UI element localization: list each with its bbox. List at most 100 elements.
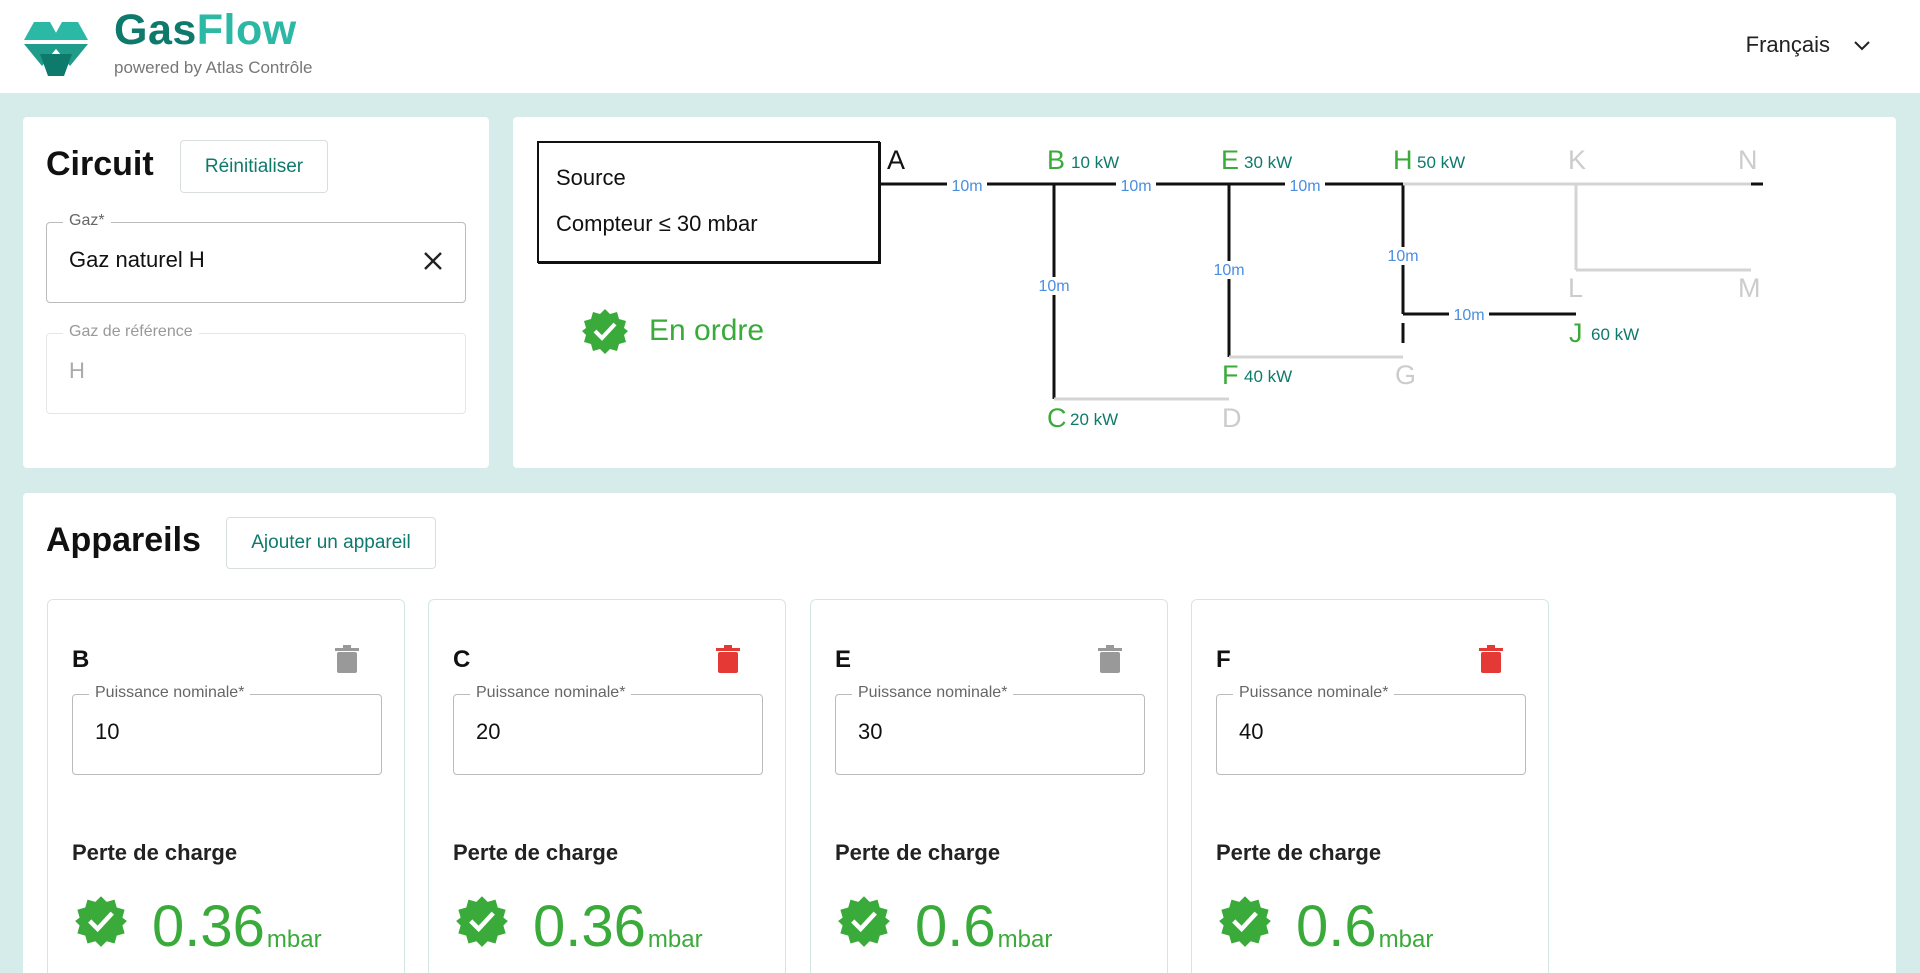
length-label-b-c: 10m xyxy=(1038,278,1069,295)
pressure-loss-unit: mbar xyxy=(1378,926,1434,953)
device-name: E xyxy=(835,646,852,673)
pressure-loss-label: Perte de charge xyxy=(453,840,619,865)
pressure-loss-result: 0.6 mbar xyxy=(1218,894,1433,956)
pressure-loss-value: 0.36 xyxy=(152,894,265,959)
brand-tagline: powered by Atlas Contrôle xyxy=(114,58,313,77)
device-name: F xyxy=(1216,646,1231,673)
circuit-status-text: En ordre xyxy=(649,314,765,347)
power-field-label: Puissance nominale* xyxy=(1233,684,1395,702)
power-field[interactable]: Puissance nominale* 40 xyxy=(1216,684,1526,775)
length-label-e-f: 10m xyxy=(1213,262,1244,279)
add-device-button[interactable]: Ajouter un appareil xyxy=(226,517,436,569)
power-label-e: 30 kW xyxy=(1244,153,1292,172)
device-card: B Puissance nominale* 10 Perte de charge… xyxy=(47,599,405,973)
node-c: C xyxy=(1047,403,1067,433)
meter-label: Compteur ≤ 30 mbar xyxy=(556,211,758,236)
pressure-loss-label: Perte de charge xyxy=(72,840,238,865)
length-label-b-e: 10m xyxy=(1120,178,1151,195)
check-badge-icon xyxy=(1219,896,1271,947)
pressure-loss-unit: mbar xyxy=(997,926,1053,953)
node-n: N xyxy=(1738,145,1758,175)
power-label-f: 40 kW xyxy=(1244,367,1292,386)
trash-icon[interactable] xyxy=(1478,644,1504,674)
device-card: E Puissance nominale* 30 Perte de charge… xyxy=(810,599,1168,973)
node-j: J xyxy=(1569,318,1583,348)
node-l: L xyxy=(1568,273,1583,303)
power-field-label: Puissance nominale* xyxy=(852,684,1014,702)
circuit-panel: Circuit Réinitialiser Gaz* Gaz naturel H… xyxy=(23,117,489,468)
pressure-loss-label: Perte de charge xyxy=(835,840,1001,865)
trash-icon[interactable] xyxy=(715,644,741,674)
circuit-diagram-panel: Source Compteur ≤ 30 mbar En ordre xyxy=(513,117,1896,468)
node-k: K xyxy=(1568,145,1586,175)
gas-select[interactable]: Gaz* Gaz naturel H xyxy=(46,212,466,303)
device-card: C Puissance nominale* 20 Perte de charge… xyxy=(428,599,786,973)
check-badge-icon xyxy=(582,309,628,354)
brand-name: GasFlow xyxy=(114,6,297,55)
power-label-c: 20 kW xyxy=(1070,410,1118,429)
length-label-a-b: 10m xyxy=(951,178,982,195)
pressure-loss-result: 0.36 mbar xyxy=(455,894,703,956)
reset-button[interactable]: Réinitialiser xyxy=(180,140,328,193)
length-label-h-j1: 10m xyxy=(1387,248,1418,265)
power-field[interactable]: Puissance nominale* 20 xyxy=(453,684,763,775)
power-field-value: 30 xyxy=(858,719,883,744)
power-field-label: Puissance nominale* xyxy=(89,684,251,702)
device-name: B xyxy=(72,646,90,673)
power-field-value: 20 xyxy=(476,719,501,744)
pressure-loss-value: 0.36 xyxy=(533,894,646,959)
pressure-loss-value: 0.6 xyxy=(915,894,996,959)
pressure-loss-result: 0.36 mbar xyxy=(74,894,322,956)
trash-icon[interactable] xyxy=(334,644,360,674)
source-label: Source xyxy=(556,165,626,190)
trash-icon[interactable] xyxy=(1097,644,1123,674)
language-label: Français xyxy=(1745,32,1830,57)
node-e: E xyxy=(1221,145,1239,175)
power-label-h: 50 kW xyxy=(1417,153,1465,172)
brand-name-part2: Flow xyxy=(196,6,297,54)
node-a: A xyxy=(887,145,905,175)
power-field-value: 10 xyxy=(95,719,120,744)
app-header: GasFlow powered by Atlas Contrôle França… xyxy=(0,0,1920,93)
length-label-e-h: 10m xyxy=(1289,178,1320,195)
reference-gas-value: H xyxy=(69,358,85,383)
power-field-value: 40 xyxy=(1239,719,1264,744)
reference-gas-field: Gaz de référence H xyxy=(46,323,466,414)
power-field[interactable]: Puissance nominale* 30 xyxy=(835,684,1145,775)
reference-gas-label: Gaz de référence xyxy=(63,323,199,341)
pressure-loss-value: 0.6 xyxy=(1296,894,1377,959)
pressure-loss-label: Perte de charge xyxy=(1216,840,1382,865)
circuit-status: En ordre xyxy=(581,307,764,355)
pressure-loss-result: 0.6 mbar xyxy=(837,894,1052,956)
brand-name-part1: Gas xyxy=(114,6,197,54)
appareils-title: Appareils xyxy=(46,521,201,559)
node-g: G xyxy=(1395,360,1416,390)
close-icon[interactable] xyxy=(421,249,445,273)
pipe-network-diagram: 10m 10m 10m 10m 10m 10m 10m A B E H xyxy=(880,145,1763,433)
device-card: F Puissance nominale* 40 Perte de charge… xyxy=(1191,599,1549,973)
node-f: F xyxy=(1222,360,1239,390)
power-field-label: Puissance nominale* xyxy=(470,684,632,702)
circuit-title: Circuit xyxy=(46,145,154,183)
device-name: C xyxy=(453,646,471,673)
check-badge-icon xyxy=(838,896,890,947)
language-selector[interactable]: Français xyxy=(1746,32,1872,58)
power-label-b: 10 kW xyxy=(1071,153,1119,172)
pressure-loss-unit: mbar xyxy=(647,926,703,953)
check-badge-icon xyxy=(456,896,508,947)
chevron-down-icon xyxy=(1854,41,1870,51)
appareils-panel: Appareils Ajouter un appareil B Puissanc… xyxy=(23,493,1896,973)
gasflow-logo-icon xyxy=(24,22,88,76)
length-label-h-j2: 10m xyxy=(1453,307,1484,324)
node-d: D xyxy=(1222,403,1242,433)
gas-select-label: Gaz* xyxy=(63,212,111,230)
node-h: H xyxy=(1393,145,1413,175)
power-field[interactable]: Puissance nominale* 10 xyxy=(72,684,382,775)
source-box: Source Compteur ≤ 30 mbar xyxy=(537,141,880,263)
check-badge-icon xyxy=(75,896,127,947)
node-m: M xyxy=(1738,273,1761,303)
node-b: B xyxy=(1047,145,1065,175)
power-label-j: 60 kW xyxy=(1591,325,1639,344)
gas-select-value: Gaz naturel H xyxy=(69,247,205,272)
pressure-loss-unit: mbar xyxy=(266,926,322,953)
